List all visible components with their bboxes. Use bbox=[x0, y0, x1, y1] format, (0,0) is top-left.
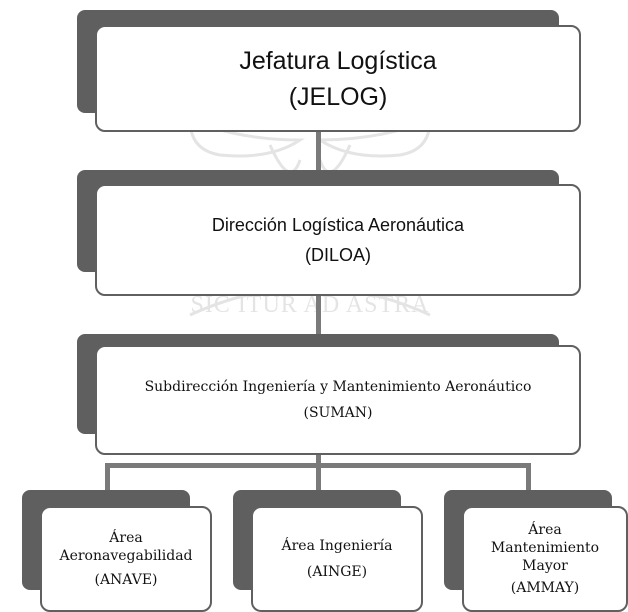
ainge-name: Área Ingeniería bbox=[281, 538, 393, 554]
anave-name-line2: Aeronavegabilidad bbox=[59, 548, 193, 564]
anave-code: (ANAVE) bbox=[94, 572, 158, 588]
anave-box: Área Aeronavegabilidad (ANAVE) bbox=[40, 506, 212, 612]
connector-bus-ainge bbox=[316, 463, 321, 491]
ammay-name-line1: Área bbox=[528, 522, 562, 538]
anave-name-line1: Área bbox=[109, 530, 143, 546]
suman-code: (SUMAN) bbox=[303, 405, 373, 421]
ainge-code: (AINGE) bbox=[306, 564, 368, 580]
connector-diloa-suman bbox=[316, 296, 321, 336]
ammay-name-line3: Mayor bbox=[522, 558, 568, 574]
diloa-code: (DILOA) bbox=[304, 245, 371, 265]
ammay-box: Área Mantenimiento Mayor (AMMAY) bbox=[462, 506, 628, 612]
ammay-name-line2: Mantenimiento bbox=[490, 540, 600, 556]
connector-bus-ammay bbox=[526, 463, 531, 491]
jelog-code: (JELOG) bbox=[288, 82, 388, 111]
diloa-name: Dirección Logística Aeronáutica bbox=[211, 215, 465, 235]
connector-bus-anave bbox=[105, 463, 110, 491]
connector-jelog-diloa bbox=[316, 132, 321, 172]
diloa-box: Dirección Logística Aeronáutica (DILOA) bbox=[95, 184, 581, 296]
ainge-box: Área Ingeniería (AINGE) bbox=[251, 506, 423, 612]
jelog-name: Jefatura Logística bbox=[239, 46, 437, 75]
jelog-box: Jefatura Logística (JELOG) bbox=[95, 25, 581, 132]
connector-suman-bus bbox=[316, 455, 321, 467]
suman-name: Subdirección Ingeniería y Mantenimiento … bbox=[144, 379, 532, 395]
ammay-code: (AMMAY) bbox=[510, 580, 580, 596]
suman-box: Subdirección Ingeniería y Mantenimiento … bbox=[95, 345, 581, 455]
